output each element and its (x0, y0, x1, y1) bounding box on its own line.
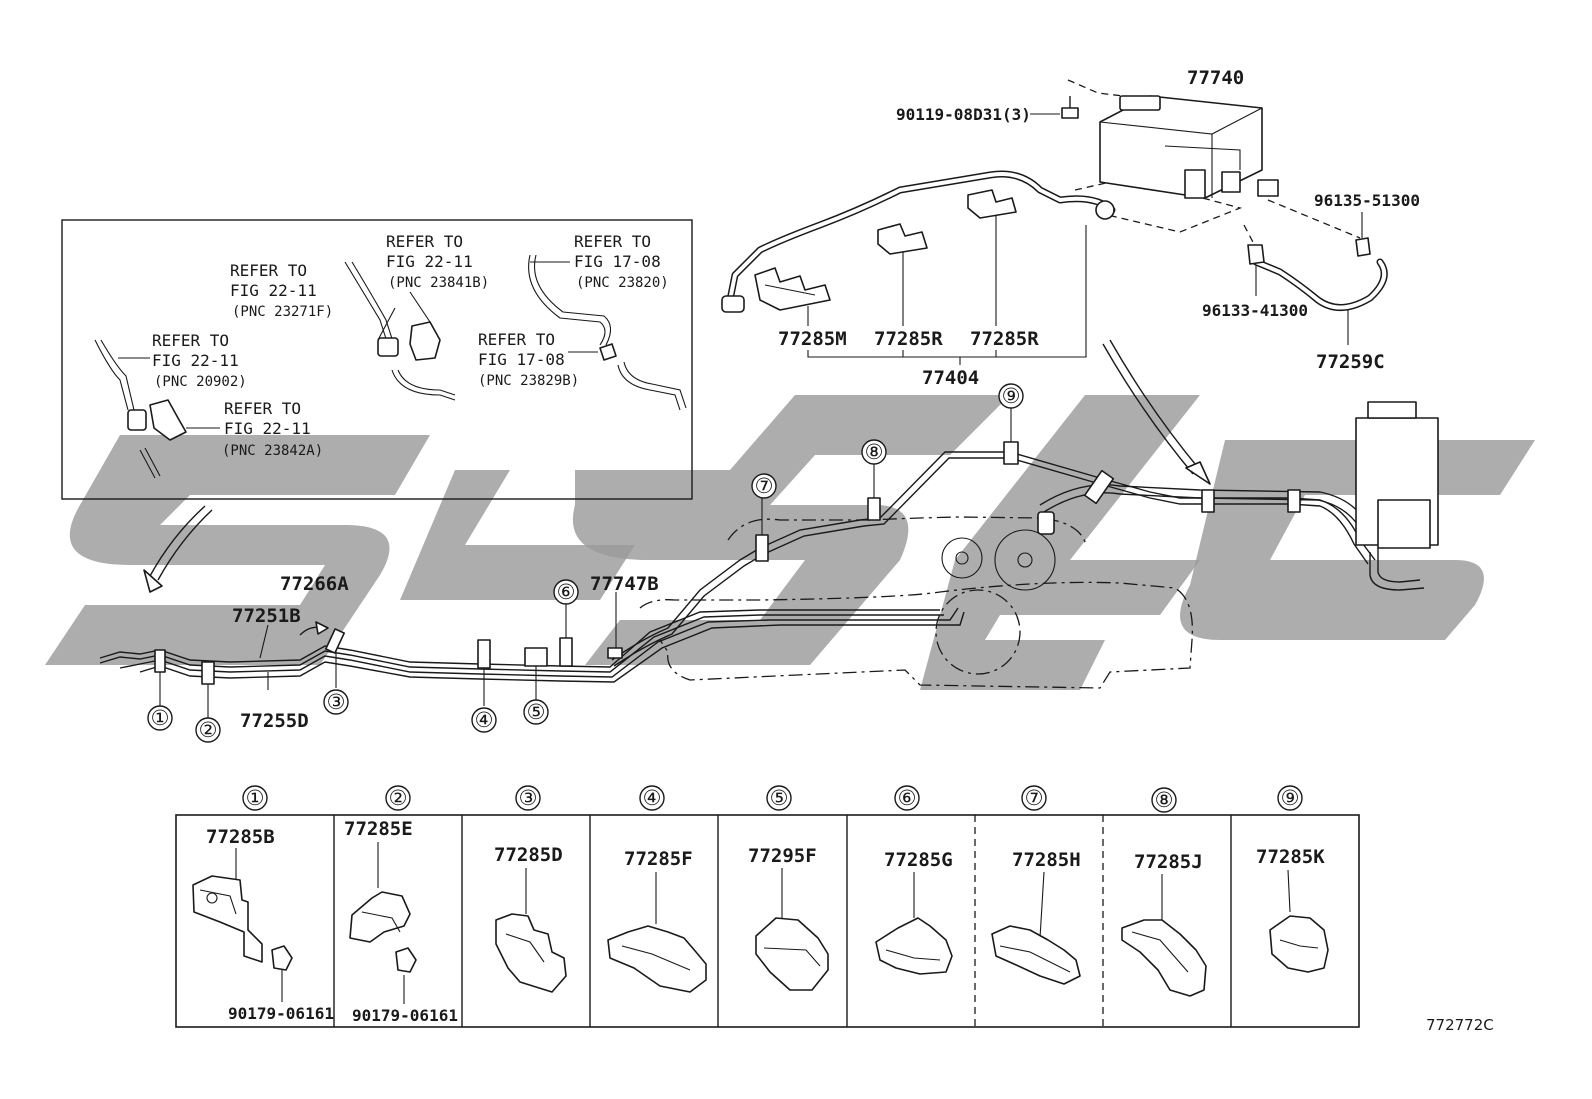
callout-7: ⑦ (755, 474, 774, 498)
part-96135-label: 96135-51300 (1314, 191, 1420, 210)
table-header-4: ④ (643, 786, 662, 810)
callout-8: ⑧ (865, 440, 884, 464)
table-header-2: ② (389, 786, 408, 810)
part-77259C-label: 77259C (1316, 351, 1385, 373)
part-77285R-label-1: 77285R (874, 328, 943, 350)
part-96133-label: 96133-41300 (1202, 301, 1308, 320)
inset-ref-3-pnc: (PNC 23820) (576, 275, 669, 291)
table-part-7: 77285H (1012, 849, 1081, 871)
table-part-3: 77285D (494, 844, 563, 866)
inset-ref-2-pnc: (PNC 23841B) (388, 275, 489, 291)
diagram-code: 772772C (1426, 1016, 1494, 1034)
inset-ref-4-pnc: (PNC 20902) (154, 374, 247, 390)
part-77251B-label: 77251B (232, 605, 301, 627)
table-header-8: ⑧ (1155, 788, 1174, 812)
part-77740-label: 77740 (1187, 67, 1244, 89)
part-77404-label: 77404 (922, 367, 979, 389)
part-77747B-label: 77747B (590, 573, 659, 595)
inset-ref-6-pnc: (PNC 23842A) (222, 443, 323, 459)
table-header-5: ⑤ (770, 786, 789, 810)
part-77266A-label: 77266A (280, 573, 349, 595)
canister-assembly (721, 79, 1388, 365)
table-header-7: ⑦ (1025, 786, 1044, 810)
inset-ref-4-line1: REFER TO (152, 331, 229, 350)
fuel-line-assembly (99, 401, 1439, 718)
inset-ref-1-line2: FIG 22-11 (230, 281, 317, 300)
inset-ref-1-pnc: (PNC 23271F) (232, 304, 333, 320)
inset-ref-4-line2: FIG 22-11 (152, 351, 239, 370)
table-header-3: ③ (519, 786, 538, 810)
callout-3: ③ (327, 690, 346, 714)
table-part-2: 77285E (344, 818, 413, 840)
reference-inset: REFER TO FIG 22-11 (PNC 23271F) REFER TO… (61, 219, 693, 500)
inset-ref-2-line1: REFER TO (386, 232, 463, 251)
table-header-9: ⑨ (1281, 786, 1300, 810)
inset-ref-1-line1: REFER TO (230, 261, 307, 280)
callout-1: ① (151, 706, 170, 730)
table-sub-2: 90179-06161 (352, 1006, 458, 1025)
table-part-8: 77285J (1134, 851, 1203, 873)
part-90119-label: 90119-08D31(3) (896, 105, 1031, 124)
inset-ref-6-line1: REFER TO (224, 399, 301, 418)
callout-9: ⑨ (1002, 384, 1021, 408)
inset-ref-3-line2: FIG 17-08 (574, 252, 661, 271)
table-header-1: ① (246, 786, 265, 810)
inset-ref-5-line1: REFER TO (478, 330, 555, 349)
part-77285M-label: 77285M (778, 328, 847, 350)
inset-ref-2-line2: FIG 22-11 (386, 252, 473, 271)
callout-4: ④ (475, 708, 494, 732)
inset-ref-5-line2: FIG 17-08 (478, 350, 565, 369)
callout-markers: ① ② ③ ④ ⑤ ⑥ ⑦ ⑧ ⑨ (147, 383, 1024, 743)
table-part-5: 77295F (748, 845, 817, 867)
callout-6: ⑥ (557, 580, 576, 604)
callout-5: ⑤ (527, 700, 546, 724)
part-77255D-label: 77255D (240, 710, 309, 732)
table-sub-1: 90179-06161 (228, 1004, 334, 1023)
inset-ref-3-line1: REFER TO (574, 232, 651, 251)
table-part-6: 77285G (884, 849, 953, 871)
table-part-4: 77285F (624, 848, 693, 870)
callout-2: ② (199, 718, 218, 742)
direction-arrows (143, 339, 1211, 593)
part-77285R-label-2: 77285R (970, 328, 1039, 350)
clamp-table: ① ② ③ ④ ⑤ ⑥ ⑦ ⑧ ⑨ 77285B 77285E 77285D 7… (175, 785, 1360, 1028)
table-part-9: 77285K (1256, 846, 1325, 868)
table-header-6: ⑥ (898, 786, 917, 810)
inset-ref-6-line2: FIG 22-11 (224, 419, 311, 438)
inset-ref-5-pnc: (PNC 23829B) (478, 373, 579, 389)
table-part-1: 77285B (206, 826, 275, 848)
watermark-logo (45, 395, 1535, 690)
